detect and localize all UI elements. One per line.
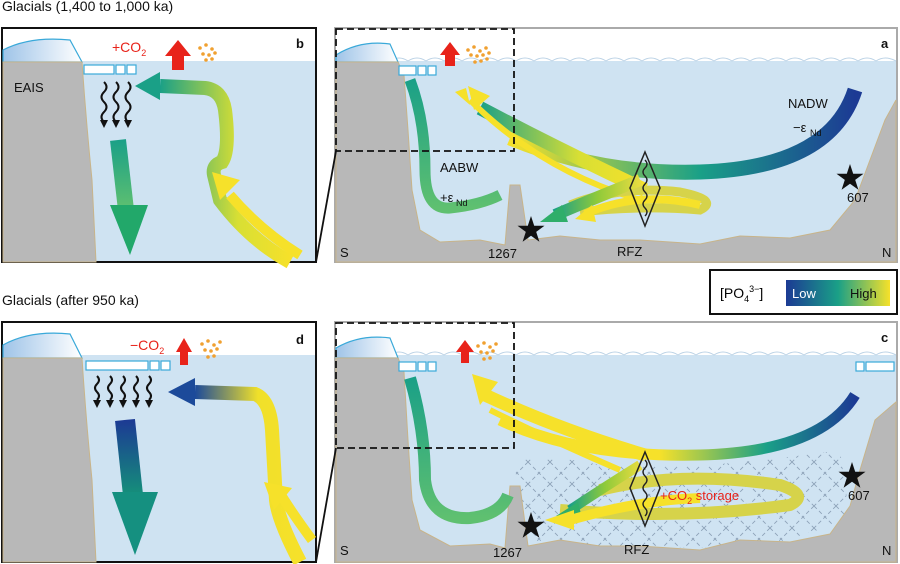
zoom-box-top	[335, 28, 515, 152]
aabw-flow	[404, 78, 503, 214]
bottom-section-title: Glacials (after 950 ka)	[2, 292, 139, 308]
panel-c: +CO2 storage c S N 1267 RFZ 607	[334, 321, 898, 563]
panel-b-label: b	[296, 36, 304, 51]
panel-d-label: d	[296, 332, 304, 347]
panel-b: +CO2 b EAIS	[1, 27, 317, 269]
site-1267-label: 1267	[488, 246, 517, 261]
south-label-c: S	[340, 543, 349, 558]
co2-storage-label: +CO2 storage	[660, 488, 739, 506]
svg-text:Nd: Nd	[456, 198, 468, 208]
mixing-zone-icon	[629, 150, 661, 229]
co2-minus-label: −CO2	[130, 337, 164, 356]
aabw-label: AABW	[440, 160, 479, 175]
legend-gradient-bar	[786, 280, 890, 306]
rfz-label-c: RFZ	[624, 542, 649, 557]
panel-a-label: a	[881, 36, 889, 51]
svg-text:−ε: −ε	[793, 120, 807, 135]
site-1267-label-c: 1267	[493, 545, 522, 560]
legend-high-label: High	[850, 286, 877, 301]
ice-shelf-icon	[335, 42, 399, 63]
legend-low-label: Low	[792, 286, 816, 301]
co2-plus-label: +CO2	[112, 39, 146, 58]
site-1267-star-icon	[517, 216, 545, 242]
site-607-label-c: 607	[848, 488, 870, 503]
north-label: N	[882, 245, 891, 260]
seafloor	[335, 61, 897, 263]
top-section-title: Glacials (1,400 to 1,000 ka)	[2, 0, 173, 14]
zoom-box-bottom	[335, 322, 515, 449]
brine-rejection-icon	[100, 81, 132, 123]
south-label: S	[340, 245, 349, 260]
eais-label: EAIS	[14, 80, 44, 95]
site-607-star-icon	[836, 164, 864, 190]
svg-text:Nd: Nd	[810, 128, 822, 138]
svg-text:+ε: +ε	[440, 190, 454, 205]
nadw-label: NADW	[788, 96, 828, 111]
north-label-c: N	[882, 543, 891, 558]
rfz-label: RFZ	[617, 244, 642, 259]
co2-release-arrow	[440, 42, 460, 66]
legend-po4-label: [PO43−]	[720, 284, 763, 304]
panel-d: −CO2 d	[1, 321, 317, 564]
po4-legend: [PO43−] Low High	[709, 269, 898, 315]
dust-icon	[466, 45, 491, 64]
panel-c-label: c	[881, 330, 888, 345]
site-607-label: 607	[847, 190, 869, 205]
